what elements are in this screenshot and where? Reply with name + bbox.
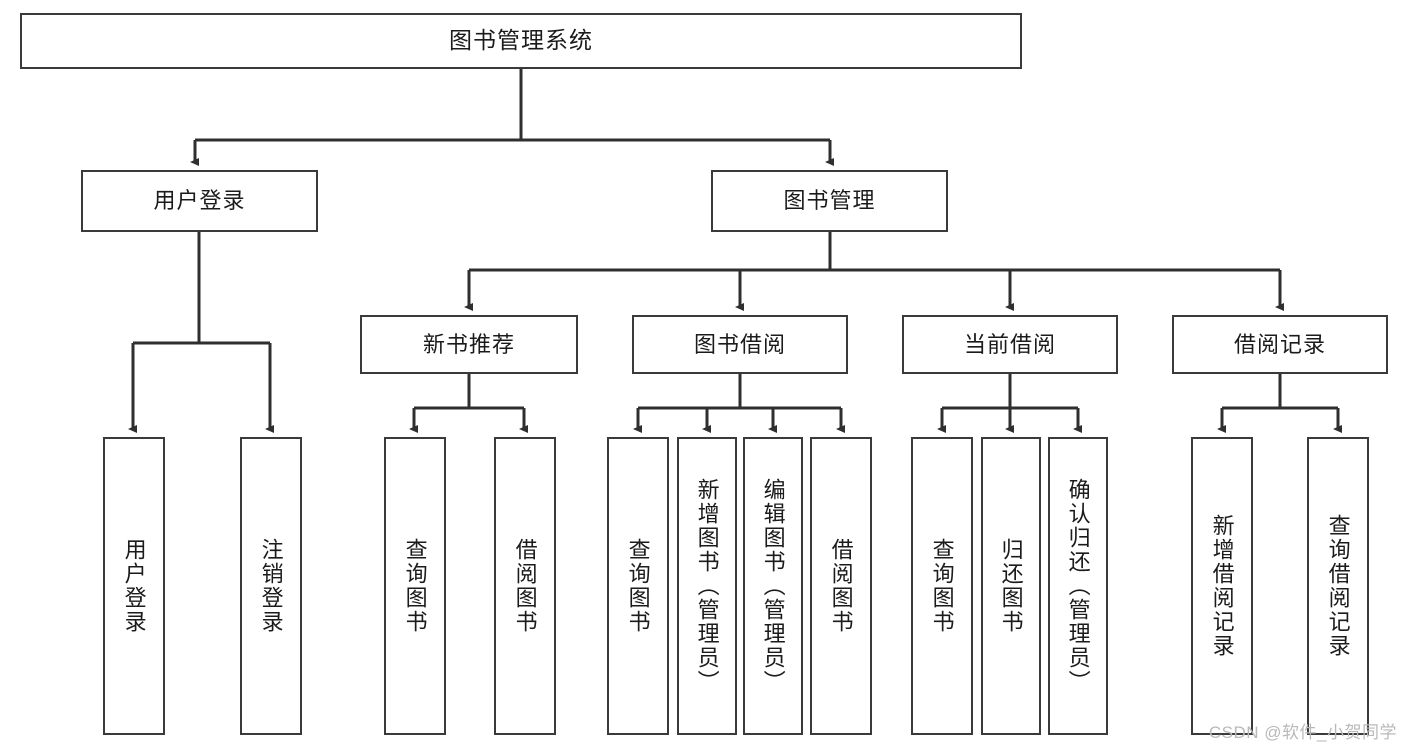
node-label: 归还图书 — [998, 538, 1024, 634]
node-user-login[interactable]: 用户登录 — [81, 170, 318, 232]
node-label: 用户登录 — [153, 188, 246, 214]
leaf-borrow-add-book-admin[interactable]: 新增图书（管理员） — [677, 437, 737, 735]
leaf-recommend-borrow-book[interactable]: 借阅图书 — [494, 437, 556, 735]
node-current-borrow[interactable]: 当前借阅 — [902, 315, 1118, 374]
node-label: 编辑图书（管理员） — [760, 478, 786, 694]
node-label: 图书管理系统 — [449, 27, 593, 54]
node-label: 查询图书 — [929, 538, 955, 634]
leaf-record-query-record[interactable]: 查询借阅记录 — [1307, 437, 1369, 735]
node-book-borrow[interactable]: 图书借阅 — [632, 315, 848, 374]
leaf-user-logout[interactable]: 注销登录 — [240, 437, 302, 735]
leaf-borrow-query-book[interactable]: 查询图书 — [607, 437, 669, 735]
node-new-book-recommend[interactable]: 新书推荐 — [360, 315, 578, 374]
leaf-borrow-borrow-book[interactable]: 借阅图书 — [810, 437, 872, 735]
node-label: 查询图书 — [402, 538, 428, 634]
leaf-current-confirm-return-admin[interactable]: 确认归还（管理员） — [1048, 437, 1108, 735]
node-borrow-record[interactable]: 借阅记录 — [1172, 315, 1388, 374]
leaf-borrow-edit-book-admin[interactable]: 编辑图书（管理员） — [743, 437, 803, 735]
node-label: 图书借阅 — [693, 331, 786, 357]
node-label: 新书推荐 — [422, 331, 515, 357]
node-label: 确认归还（管理员） — [1065, 478, 1091, 694]
node-label: 新增图书（管理员） — [694, 478, 720, 694]
node-root-system[interactable]: 图书管理系统 — [20, 13, 1022, 69]
node-label: 查询图书 — [625, 538, 651, 634]
leaf-current-return-book[interactable]: 归还图书 — [981, 437, 1041, 735]
node-label: 用户登录 — [121, 538, 147, 634]
leaf-user-login[interactable]: 用户登录 — [103, 437, 165, 735]
node-label: 注销登录 — [258, 538, 284, 634]
node-label: 当前借阅 — [963, 331, 1056, 357]
node-book-management[interactable]: 图书管理 — [711, 170, 948, 232]
node-label: 图书管理 — [783, 188, 876, 214]
node-label: 借阅图书 — [828, 538, 854, 634]
node-label: 借阅记录 — [1233, 331, 1326, 357]
node-label: 查询借阅记录 — [1325, 514, 1351, 658]
watermark: CSDN @软件_小贺同学 — [1208, 723, 1397, 742]
node-label: 新增借阅记录 — [1209, 514, 1235, 658]
leaf-record-add-record[interactable]: 新增借阅记录 — [1191, 437, 1253, 735]
node-label: 借阅图书 — [512, 538, 538, 634]
leaf-recommend-query-book[interactable]: 查询图书 — [384, 437, 446, 735]
leaf-current-query-book[interactable]: 查询图书 — [911, 437, 973, 735]
